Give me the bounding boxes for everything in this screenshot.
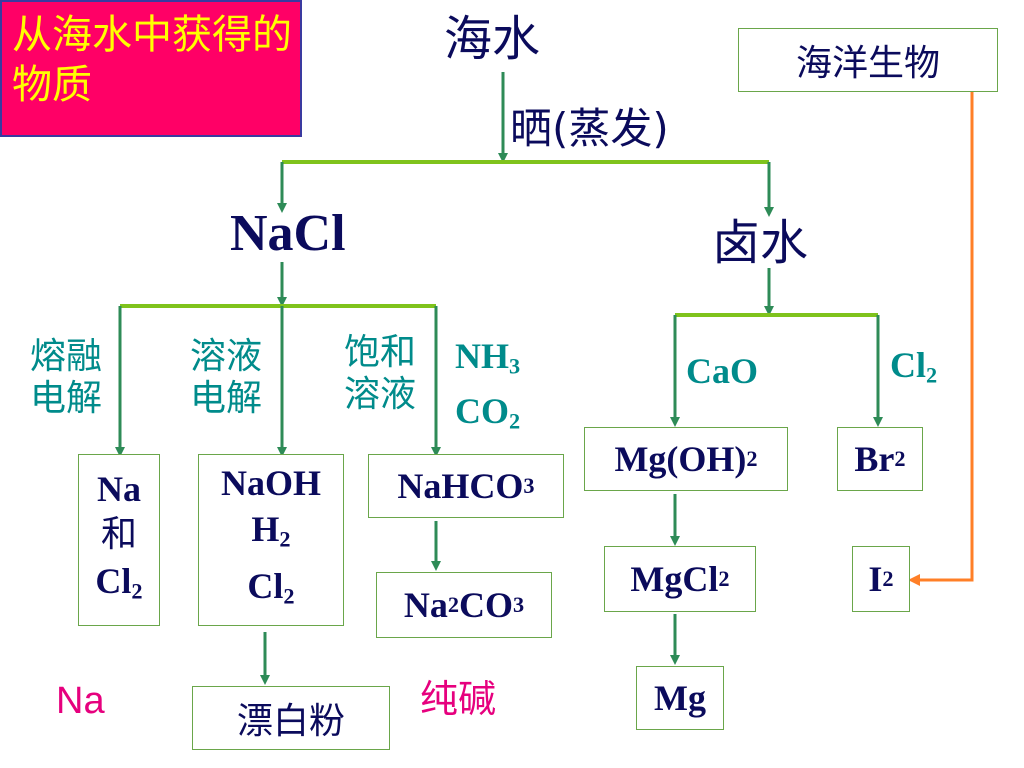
co2-text: CO2 bbox=[455, 390, 521, 434]
cl2-reagent-label: Cl2 bbox=[890, 345, 938, 388]
naoh-text: NaOH bbox=[220, 463, 321, 504]
solution-electrolysis-label: 溶液电解 bbox=[190, 336, 263, 419]
arrow-marine-iodine bbox=[908, 92, 974, 586]
melt-electrolysis-label: 熔融电解 bbox=[30, 336, 103, 419]
nacl-label: NaCl bbox=[230, 205, 346, 262]
nh3-text: NH3 bbox=[455, 336, 521, 379]
marine-life-box: 海洋生物 bbox=[738, 28, 998, 92]
seawater-label: 海水 bbox=[444, 11, 541, 67]
cl2-text: Cl2 bbox=[95, 560, 143, 604]
mg-box: Mg bbox=[636, 666, 724, 730]
na-note: Na bbox=[56, 680, 105, 722]
na-cl2-box: Na 和 Cl2 bbox=[78, 454, 160, 626]
mgoh2-box: Mg(OH)2 bbox=[584, 427, 788, 491]
brine-label: 卤水 bbox=[712, 215, 809, 271]
naoh-h2-cl2-box: NaOH H2 Cl2 bbox=[198, 454, 344, 626]
saturated-solution-label: 饱和溶液 bbox=[344, 332, 417, 415]
cl2-text-2: Cl2 bbox=[247, 566, 295, 609]
evaporation-label: 晒(蒸发) bbox=[510, 104, 669, 153]
cao-label: CaO bbox=[686, 351, 758, 391]
slide-title: 从海水中获得的物质 bbox=[0, 0, 302, 137]
na-text: Na bbox=[97, 468, 141, 509]
soda-ash-note: 纯碱 bbox=[420, 677, 497, 721]
h2-text: H2 bbox=[251, 509, 291, 552]
nh3-co2-label: NH3 CO2 bbox=[455, 334, 520, 443]
and-text: 和 bbox=[100, 513, 137, 555]
bleaching-powder-box: 漂白粉 bbox=[192, 686, 390, 750]
